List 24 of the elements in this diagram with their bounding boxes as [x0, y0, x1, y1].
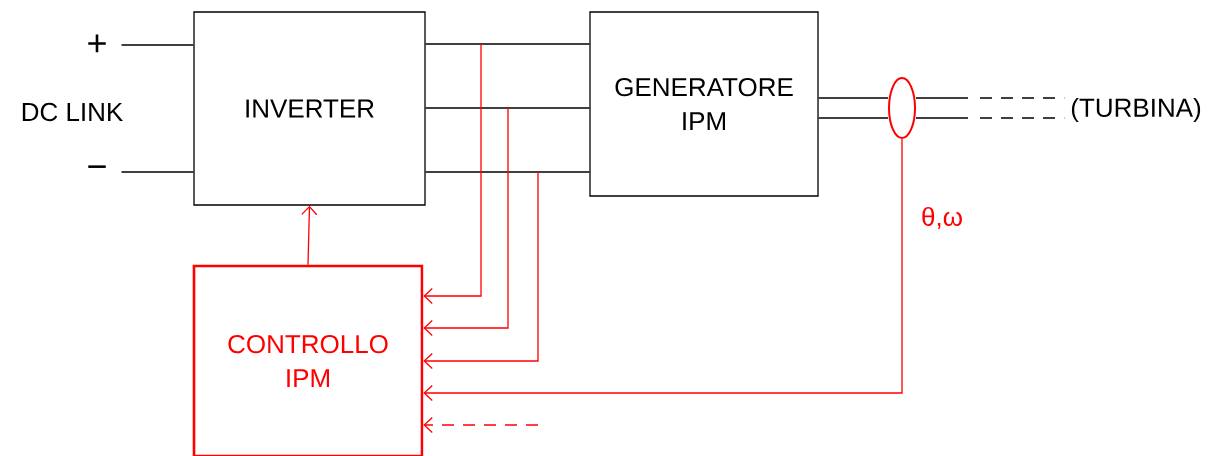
wire: [425, 43, 590, 45]
end-label: (TURBINA): [1071, 97, 1201, 123]
sensor-ring: [888, 77, 916, 139]
edge-label: θ,ω: [922, 206, 962, 230]
wire: [425, 171, 590, 173]
wire: [818, 97, 889, 99]
wire: [818, 117, 889, 119]
arrow: [423, 171, 539, 370]
wire: [915, 117, 969, 119]
side-label: DC LINK: [22, 102, 123, 122]
wire: [120, 44, 194, 46]
block-box: GENERATORE IPM: [589, 11, 819, 197]
arrow: [301, 205, 318, 266]
arrow: [423, 43, 482, 305]
wire: [120, 171, 194, 173]
control-box: CONTROLLO IPM: [192, 264, 424, 456]
terminal-sign: −: [88, 165, 106, 168]
block-box: INVERTER: [193, 11, 426, 206]
arrow: [423, 416, 539, 434]
arrow: [423, 107, 509, 337]
wire: [915, 97, 969, 99]
terminal-sign: +: [88, 34, 106, 53]
wire: [425, 107, 590, 109]
arrow: [423, 138, 903, 402]
